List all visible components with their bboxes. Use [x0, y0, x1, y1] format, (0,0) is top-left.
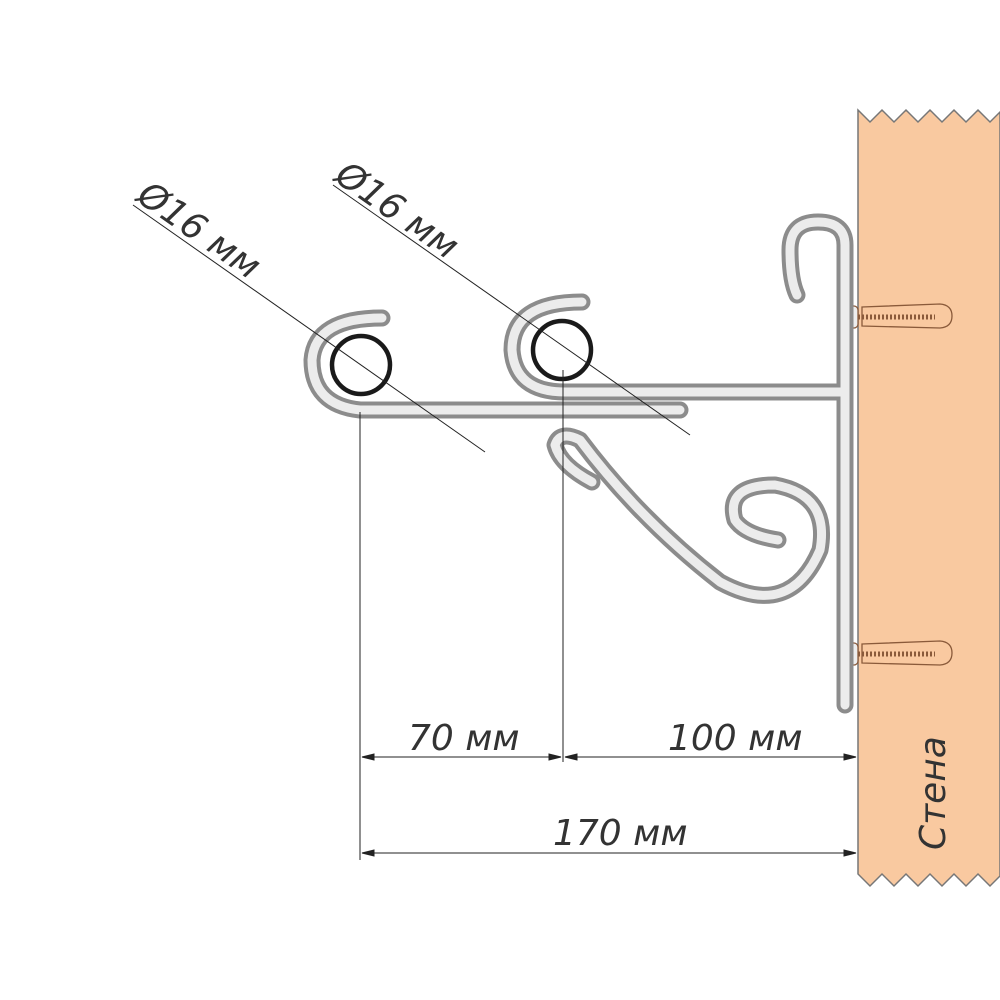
dim-label-70: 70 мм — [408, 718, 520, 759]
diameter-leader-2 — [332, 184, 691, 436]
dim-label-100: 100 мм — [668, 718, 802, 759]
diameter-label-1: Ø16 мм — [128, 173, 268, 288]
wall — [857, 108, 1000, 888]
diameter-label-2: Ø16 мм — [326, 153, 466, 268]
wall-label: Стена — [913, 736, 954, 850]
dim-label-170: 170 мм — [553, 813, 687, 854]
diameter-leader-1 — [132, 204, 486, 453]
bracket — [303, 213, 854, 714]
pipe-2 — [530, 318, 594, 382]
